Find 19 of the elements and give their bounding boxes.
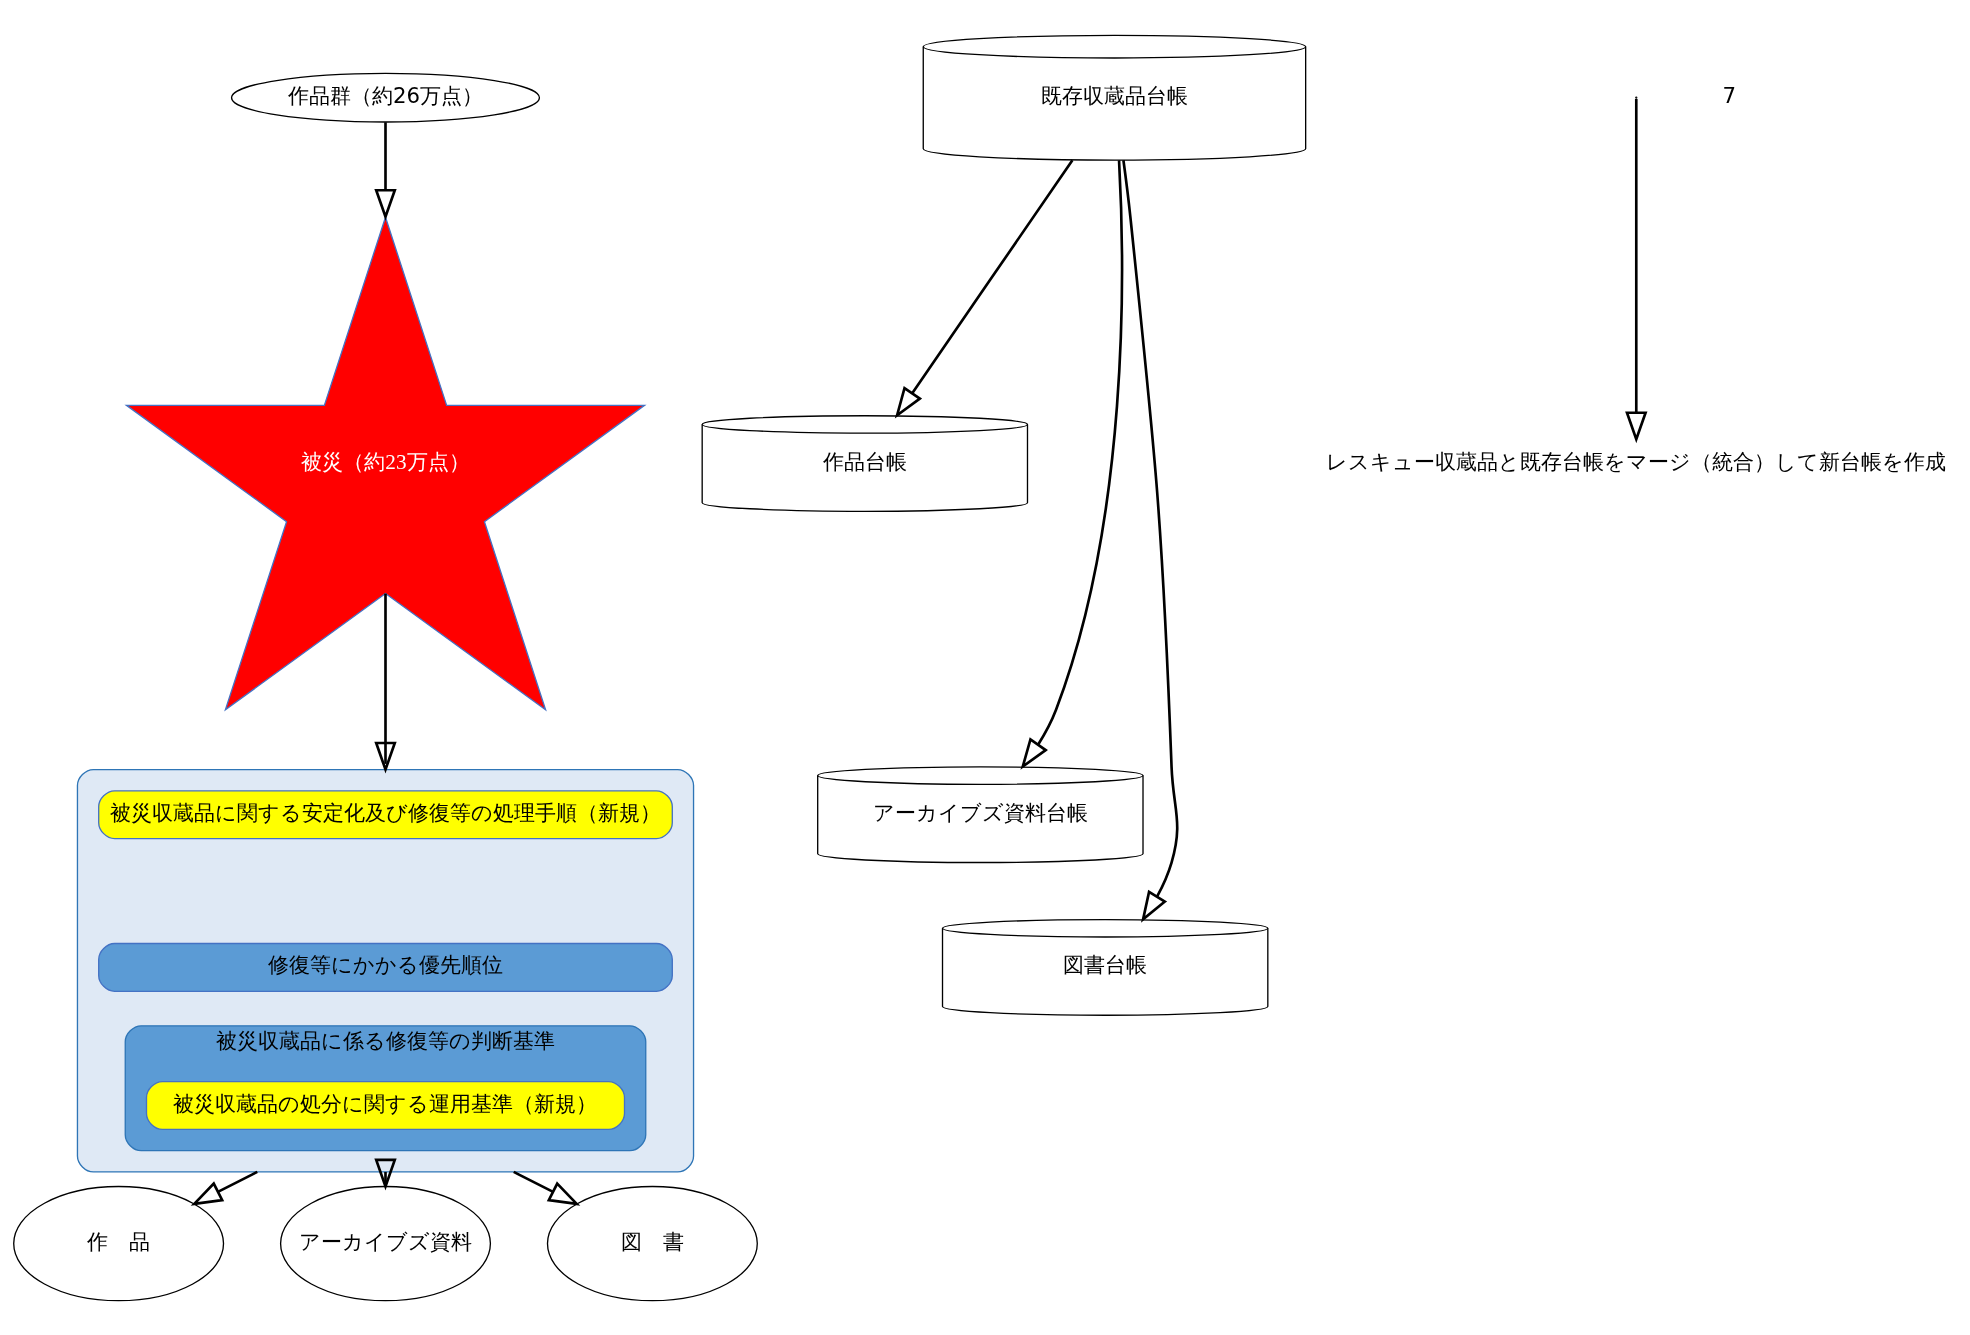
node-ellipse: 作品群（約26万点）	[230, 72, 541, 123]
arrow	[374, 593, 397, 774]
arrow	[1122, 159, 1179, 923]
node-text: レスキュー収蔵品と既存台帳をマージ（統合）して新台帳を作成	[1326, 448, 1947, 474]
node-box: 被災収蔵品に関する安定化及び修復等の処理手順（新規）	[98, 789, 673, 839]
arrow	[374, 121, 397, 221]
arrow	[1625, 98, 1648, 443]
node-ellipse: 作 品	[13, 1185, 225, 1301]
node-ellipse: アーカイブズ資料	[279, 1185, 492, 1301]
label: 7	[1722, 82, 1736, 108]
node-ellipse: 図 書	[546, 1185, 758, 1301]
arrow	[190, 1170, 258, 1206]
arrow	[894, 158, 1074, 419]
node-box: 修復等にかかる優先順位	[98, 942, 673, 992]
cluster	[76, 768, 695, 1173]
arrow	[374, 1158, 397, 1190]
node-box: 被災収蔵品の処分に関する運用基準（新規）	[145, 1080, 626, 1130]
arrow	[1020, 159, 1124, 770]
arrow	[513, 1170, 581, 1206]
